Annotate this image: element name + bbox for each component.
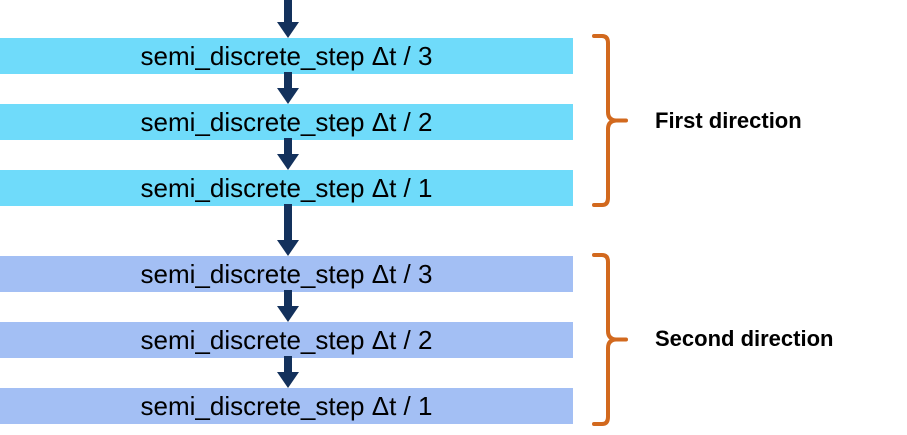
down-arrow-icon xyxy=(275,290,301,324)
step-bar-label: semi_discrete_step Δt / 1 xyxy=(140,391,433,421)
step-bar-label: semi_discrete_step Δt / 1 xyxy=(140,173,433,203)
down-arrow-icon xyxy=(275,356,301,390)
down-arrow-icon xyxy=(275,204,301,258)
step-bar-first-3[interactable]: semi_discrete_step Δt / 1 xyxy=(0,170,573,206)
down-arrow-icon xyxy=(275,72,301,106)
step-bar-label: semi_discrete_step Δt / 2 xyxy=(140,325,433,355)
step-bar-label: semi_discrete_step Δt / 2 xyxy=(140,107,433,137)
step-bar-second-2[interactable]: semi_discrete_step Δt / 2 xyxy=(0,322,573,358)
group-label-second-direction: Second direction xyxy=(655,326,834,351)
step-bar-second-1[interactable]: semi_discrete_step Δt / 3 xyxy=(0,256,573,292)
step-bar-second-3[interactable]: semi_discrete_step Δt / 1 xyxy=(0,388,573,424)
down-arrow-icon xyxy=(275,138,301,172)
down-arrow-icon xyxy=(275,0,301,40)
step-bar-label: semi_discrete_step Δt / 3 xyxy=(140,41,433,71)
step-bar-label: semi_discrete_step Δt / 3 xyxy=(140,259,433,289)
group-label-first-direction: First direction xyxy=(655,108,802,133)
step-bar-first-1[interactable]: semi_discrete_step Δt / 3 xyxy=(0,38,573,74)
brace-second-direction xyxy=(592,253,628,426)
step-bar-first-2[interactable]: semi_discrete_step Δt / 2 xyxy=(0,104,573,140)
brace-first-direction xyxy=(592,34,628,207)
